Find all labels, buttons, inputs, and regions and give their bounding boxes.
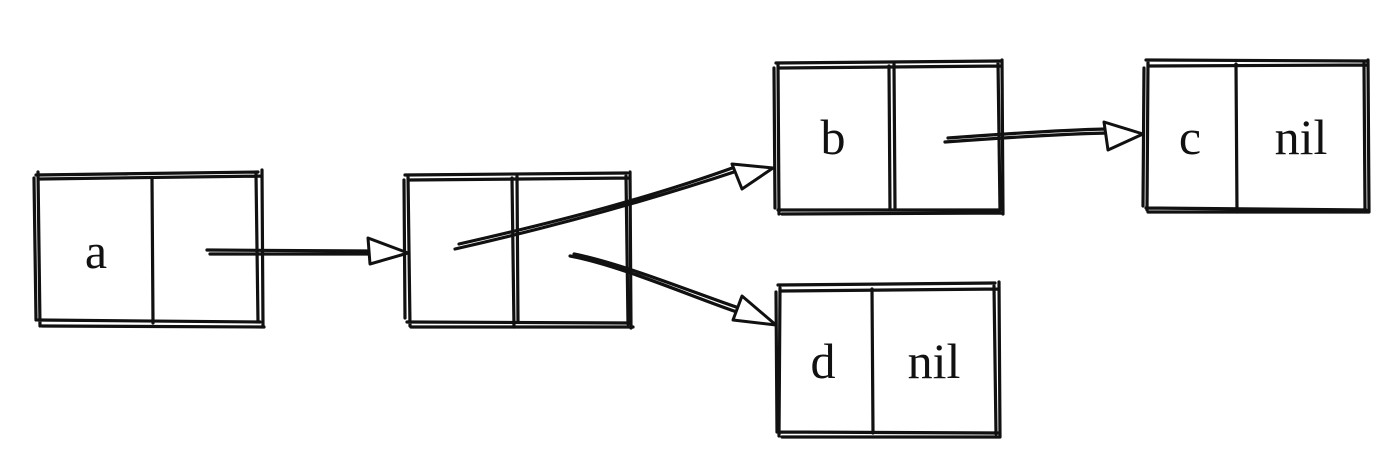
pointer-b-to-c-line	[943, 127, 1110, 144]
cons-cell-d: d nil	[774, 280, 1002, 439]
pointer-b-to-c	[943, 120, 1145, 152]
cell-pair-divider	[510, 174, 520, 329]
pointer-pair-to-b-line	[453, 165, 739, 251]
cell-c-divider	[1234, 62, 1239, 214]
cell-c-cdr-label: nil	[1275, 109, 1328, 165]
cell-d-divider	[870, 287, 875, 435]
cons-cell-c: c nil	[1141, 58, 1371, 214]
cell-a-divider	[150, 176, 155, 325]
pointer-a-to-pair-arrowhead	[366, 236, 410, 266]
cell-a-car-label: a	[85, 223, 107, 279]
cons-cell-pair	[402, 170, 635, 330]
pointer-pair-to-d	[568, 252, 778, 327]
pointer-pair-to-b-arrowhead	[730, 162, 775, 191]
cell-d-car-label: d	[811, 333, 836, 389]
pointer-b-to-c-arrowhead	[1102, 120, 1145, 152]
pointer-pair-to-b	[453, 162, 775, 251]
cell-a-outline	[32, 168, 266, 329]
pointer-a-to-pair	[205, 236, 410, 266]
cons-cell-a: a	[32, 168, 266, 329]
pointer-pair-to-d-arrowhead	[731, 294, 778, 327]
cell-d-cdr-label: nil	[908, 333, 961, 389]
cell-b-car-label: b	[821, 109, 846, 165]
cell-c-car-label: c	[1179, 109, 1201, 165]
pointer-pair-to-d-line	[568, 252, 744, 315]
cell-b-divider	[887, 62, 897, 212]
cell-c-outline	[1141, 58, 1371, 214]
cell-d-outline	[774, 280, 1002, 439]
pointer-a-to-pair-line	[205, 248, 370, 256]
